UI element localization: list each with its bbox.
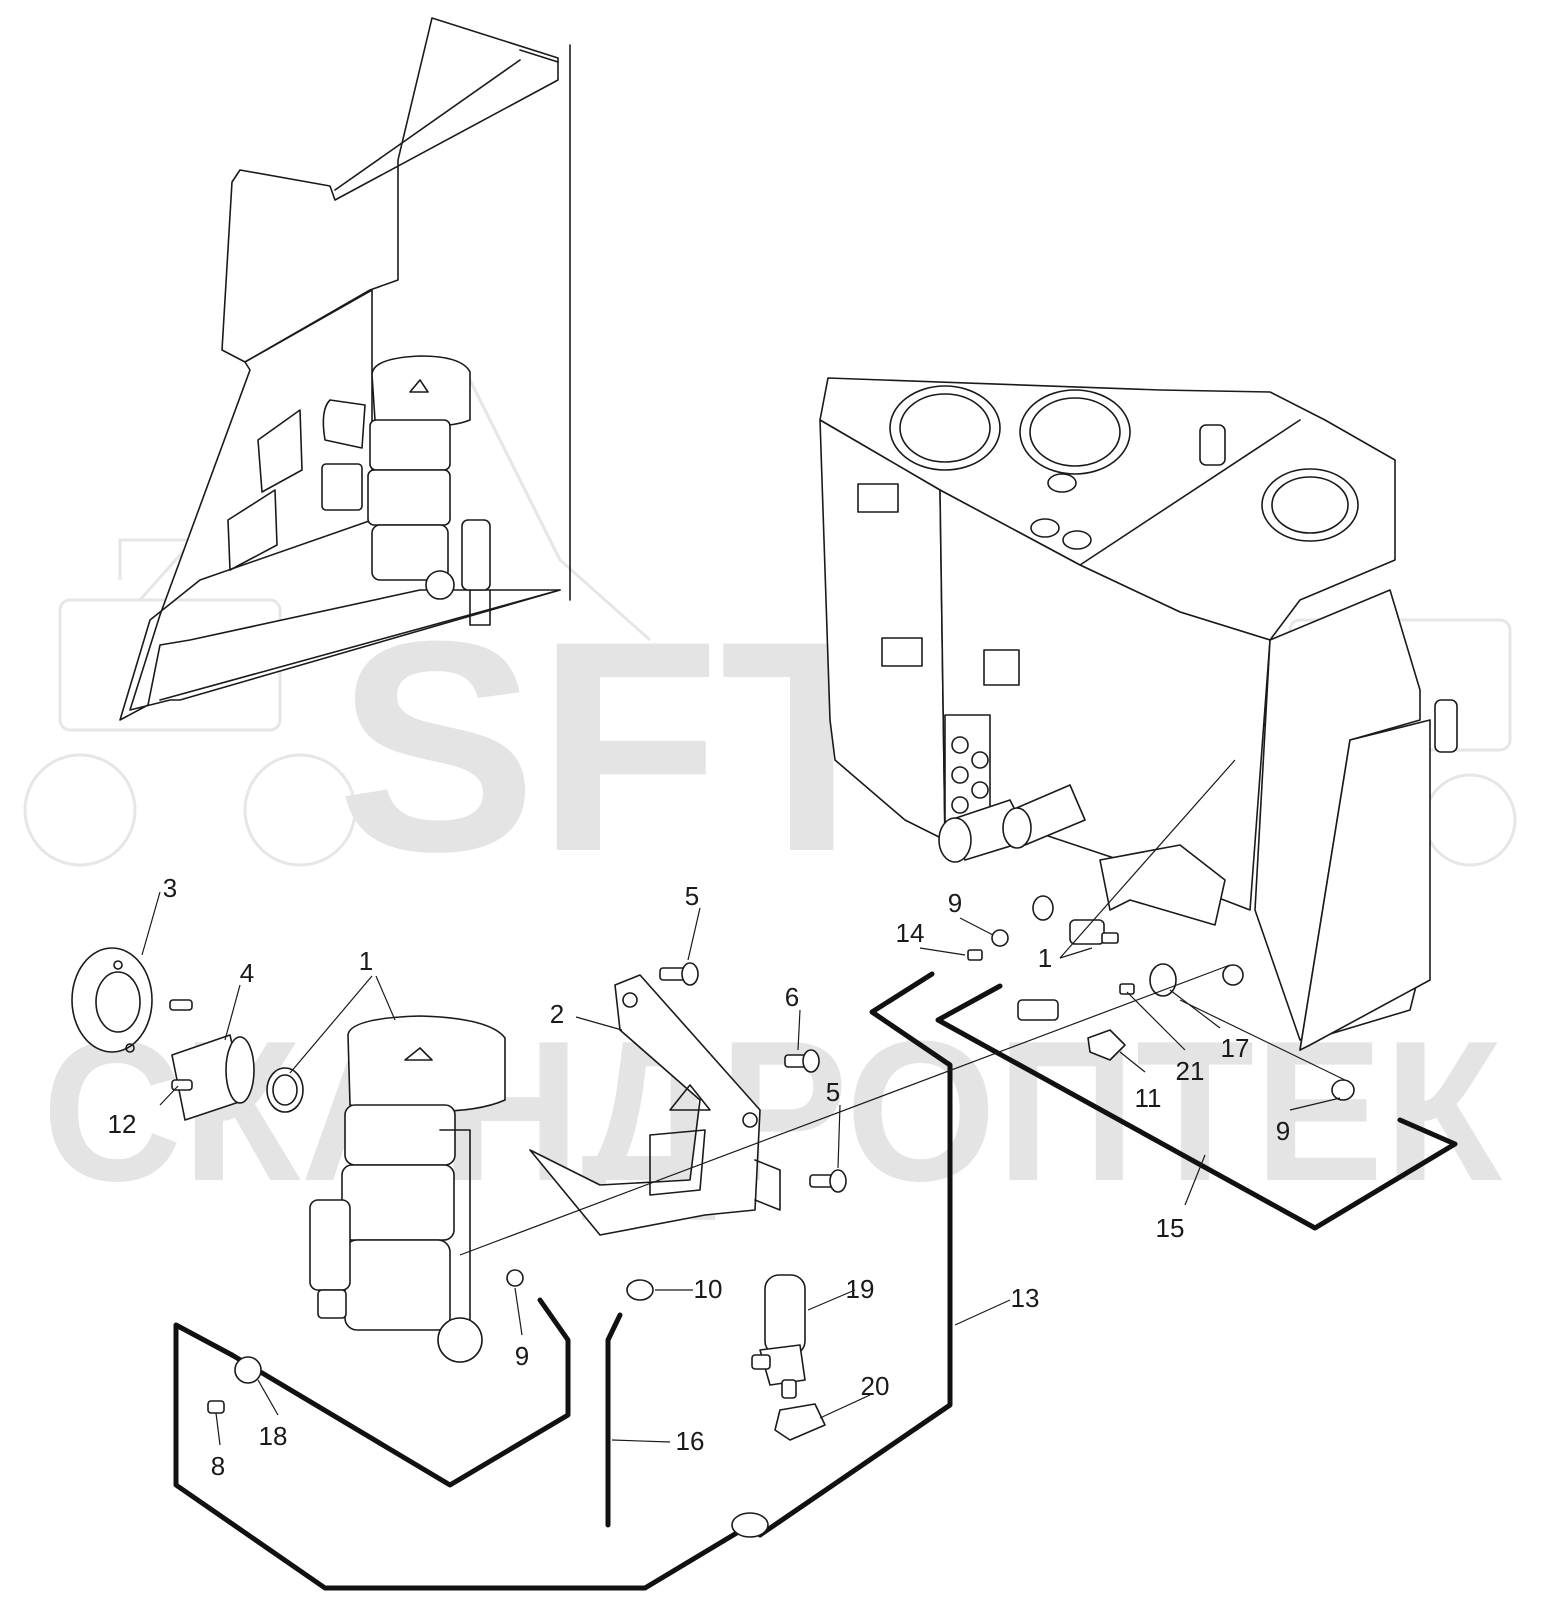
- exploded-parts-right: [967, 895, 1355, 1101]
- callout-15: 15: [1156, 1213, 1185, 1243]
- callout-8: 8: [211, 1451, 225, 1481]
- callout-20: 20: [861, 1371, 890, 1401]
- watermark-logo: SFT: [337, 578, 904, 914]
- callout-17: 17: [1221, 1033, 1250, 1063]
- callout-21: 21: [1176, 1056, 1205, 1086]
- callout-5-bottom: 5: [826, 1077, 840, 1107]
- hoses: [173, 971, 1458, 1591]
- part-8-bolt: [207, 1400, 225, 1414]
- part-18-clamp: [234, 1356, 262, 1384]
- part-9-clamp-left: [506, 1269, 524, 1287]
- callout-16: 16: [676, 1426, 705, 1456]
- callout-3: 3: [163, 873, 177, 903]
- part-11-elbow: [1017, 999, 1126, 1061]
- callout-4: 4: [240, 958, 254, 988]
- callout-11: 11: [1135, 1083, 1162, 1113]
- callout-1-fitting: 1: [1038, 943, 1052, 973]
- callout-6: 6: [785, 982, 799, 1012]
- watermark: SFT СКАНДРОПТЕК: [23, 378, 1517, 1223]
- callout-19: 19: [846, 1274, 875, 1304]
- callout-10: 10: [694, 1274, 723, 1304]
- heater-unit-installed: [321, 355, 491, 626]
- chassis-frame: [819, 377, 1458, 1051]
- part-2-bracket: [529, 974, 781, 1236]
- callout-12: 12: [108, 1109, 137, 1139]
- hose-16: [605, 1312, 623, 1528]
- part-14-connector: [967, 949, 983, 961]
- part-6-bolt: [784, 1049, 820, 1073]
- hose-15: [935, 983, 1458, 1231]
- part-9-clamp-right: [1331, 1079, 1355, 1101]
- callout-9-top: 9: [948, 888, 962, 918]
- callout-14: 14: [896, 918, 925, 948]
- hose-outer-loop: [173, 1322, 753, 1591]
- callout-13: 13: [1011, 1283, 1040, 1313]
- callout-5-top: 5: [685, 881, 699, 911]
- exploded-parts: [71, 947, 847, 1441]
- part-19-pump: [751, 1274, 806, 1399]
- callout-9-right: 9: [1276, 1116, 1290, 1146]
- hose-left-loop: [229, 1297, 571, 1488]
- watermark-brand: СКАНДРОПТЕК: [42, 1000, 1503, 1223]
- frame-rear-plate: [1299, 719, 1431, 1051]
- callout-1-heater: 1: [359, 946, 373, 976]
- part-3-flange: [71, 947, 153, 1053]
- callouts: 3 4 1 12 2 5 6 5 10 19 9 18 8 16 20 13 9…: [108, 873, 1291, 1481]
- part-10-clamp: [626, 1279, 654, 1301]
- callout-9-left: 9: [515, 1341, 529, 1371]
- part-9-clamp-top: [991, 929, 1009, 947]
- callout-2: 2: [550, 999, 564, 1029]
- part-12-bolts: [169, 999, 193, 1091]
- part-1-heater: [309, 1015, 506, 1363]
- part-5-bolts: [659, 962, 847, 1193]
- part-21-screw: [1119, 983, 1135, 995]
- part-20-clamp: [774, 1403, 826, 1441]
- callout-18: 18: [259, 1421, 288, 1451]
- hose-13: [757, 971, 953, 1538]
- hose-clamp-lower: [731, 1512, 769, 1538]
- part-4-pipe: [171, 1034, 255, 1121]
- cab-side-assembly: [119, 17, 571, 721]
- part-1-fitting: [1032, 895, 1119, 945]
- frame-grommet: [1222, 964, 1244, 986]
- leader-lines: [141, 759, 1346, 1446]
- cab-roof-panel: [221, 17, 559, 363]
